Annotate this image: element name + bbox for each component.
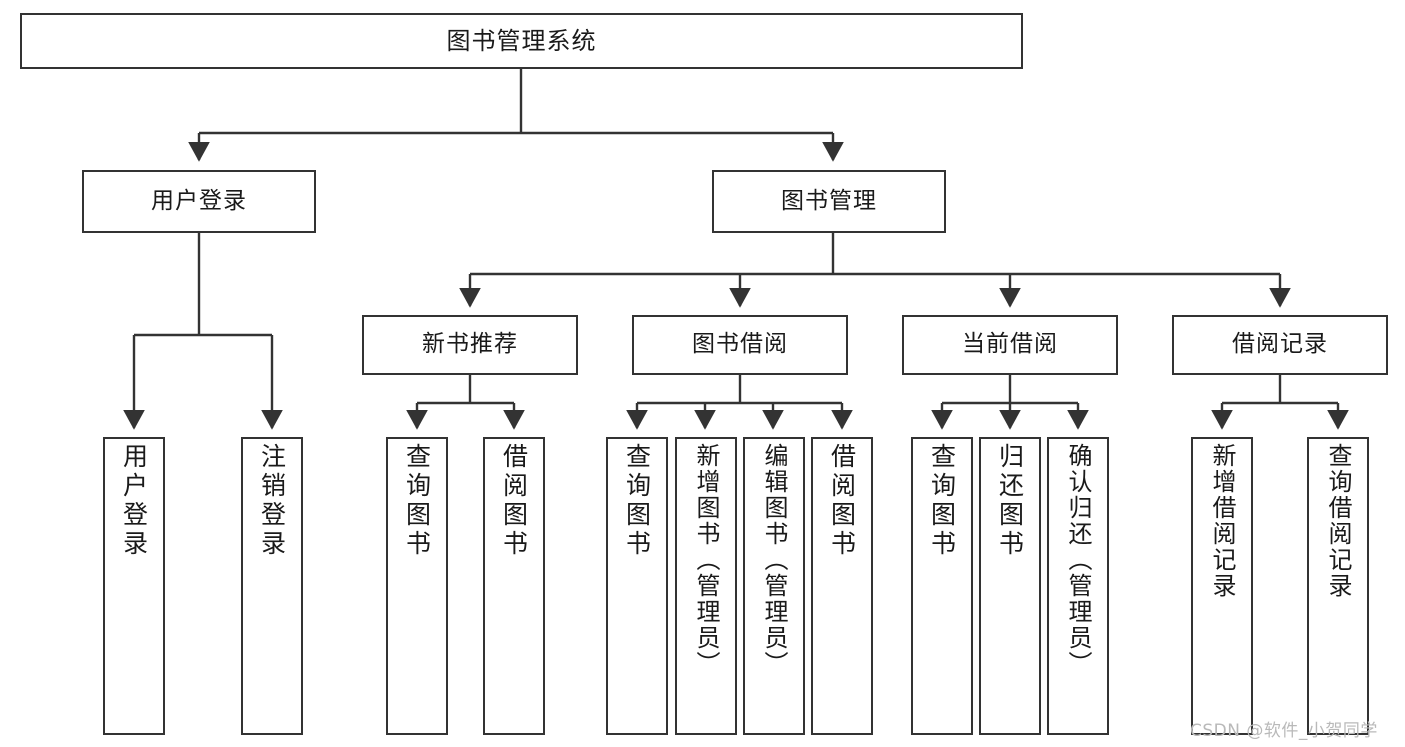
node-label: 编辑图书（管理员） bbox=[760, 443, 788, 677]
node-label: 新书推荐 bbox=[422, 331, 518, 358]
node-label: 新增图书（管理员） bbox=[692, 443, 720, 677]
node-borrowing-records[interactable]: 借阅记录 bbox=[1172, 315, 1388, 375]
leaf-add-borrowing-record[interactable]: 新增借阅记录 bbox=[1191, 437, 1253, 735]
csdn-watermark: CSDN @软件_小贺同学 bbox=[1190, 721, 1378, 741]
node-label: 确认归还（管理员） bbox=[1064, 443, 1092, 677]
node-label: 借阅记录 bbox=[1232, 331, 1328, 358]
leaf-user-login[interactable]: 用户登录 bbox=[103, 437, 165, 735]
node-label: 借阅图书 bbox=[827, 443, 857, 559]
node-book-borrowing[interactable]: 图书借阅 bbox=[632, 315, 848, 375]
leaf-borrow-book-recommendation[interactable]: 借阅图书 bbox=[483, 437, 545, 735]
node-label: 借阅图书 bbox=[499, 443, 529, 559]
leaf-add-book-admin[interactable]: 新增图书（管理员） bbox=[675, 437, 737, 735]
node-label: 图书管理系统 bbox=[446, 26, 597, 55]
node-root-book-management-system[interactable]: 图书管理系统 bbox=[20, 13, 1023, 69]
node-book-management[interactable]: 图书管理 bbox=[712, 170, 946, 233]
leaf-borrow-book-borrowing[interactable]: 借阅图书 bbox=[811, 437, 873, 735]
leaf-return-book[interactable]: 归还图书 bbox=[979, 437, 1041, 735]
leaf-query-book-recommendation[interactable]: 查询图书 bbox=[386, 437, 448, 735]
node-label: 图书借阅 bbox=[692, 331, 788, 358]
leaf-edit-book-admin[interactable]: 编辑图书（管理员） bbox=[743, 437, 805, 735]
node-label: 归还图书 bbox=[995, 443, 1025, 559]
node-label: 用户登录 bbox=[119, 443, 149, 559]
node-label: 查询图书 bbox=[402, 443, 432, 559]
leaf-query-book-borrowing[interactable]: 查询图书 bbox=[606, 437, 668, 735]
node-label: 新增借阅记录 bbox=[1208, 443, 1236, 599]
node-label: 用户登录 bbox=[151, 187, 247, 214]
node-new-book-recommendation[interactable]: 新书推荐 bbox=[362, 315, 578, 375]
leaf-logout[interactable]: 注销登录 bbox=[241, 437, 303, 735]
node-label: 当前借阅 bbox=[962, 331, 1058, 358]
node-label: 查询图书 bbox=[927, 443, 957, 559]
leaf-query-borrowing-record[interactable]: 查询借阅记录 bbox=[1307, 437, 1369, 735]
leaf-confirm-return-admin[interactable]: 确认归还（管理员） bbox=[1047, 437, 1109, 735]
leaf-query-book-current[interactable]: 查询图书 bbox=[911, 437, 973, 735]
node-label: 注销登录 bbox=[257, 443, 287, 559]
node-label: 查询图书 bbox=[622, 443, 652, 559]
node-label: 图书管理 bbox=[781, 187, 877, 214]
node-label: 查询借阅记录 bbox=[1324, 443, 1352, 599]
node-user-login[interactable]: 用户登录 bbox=[82, 170, 316, 233]
node-current-borrowing[interactable]: 当前借阅 bbox=[902, 315, 1118, 375]
